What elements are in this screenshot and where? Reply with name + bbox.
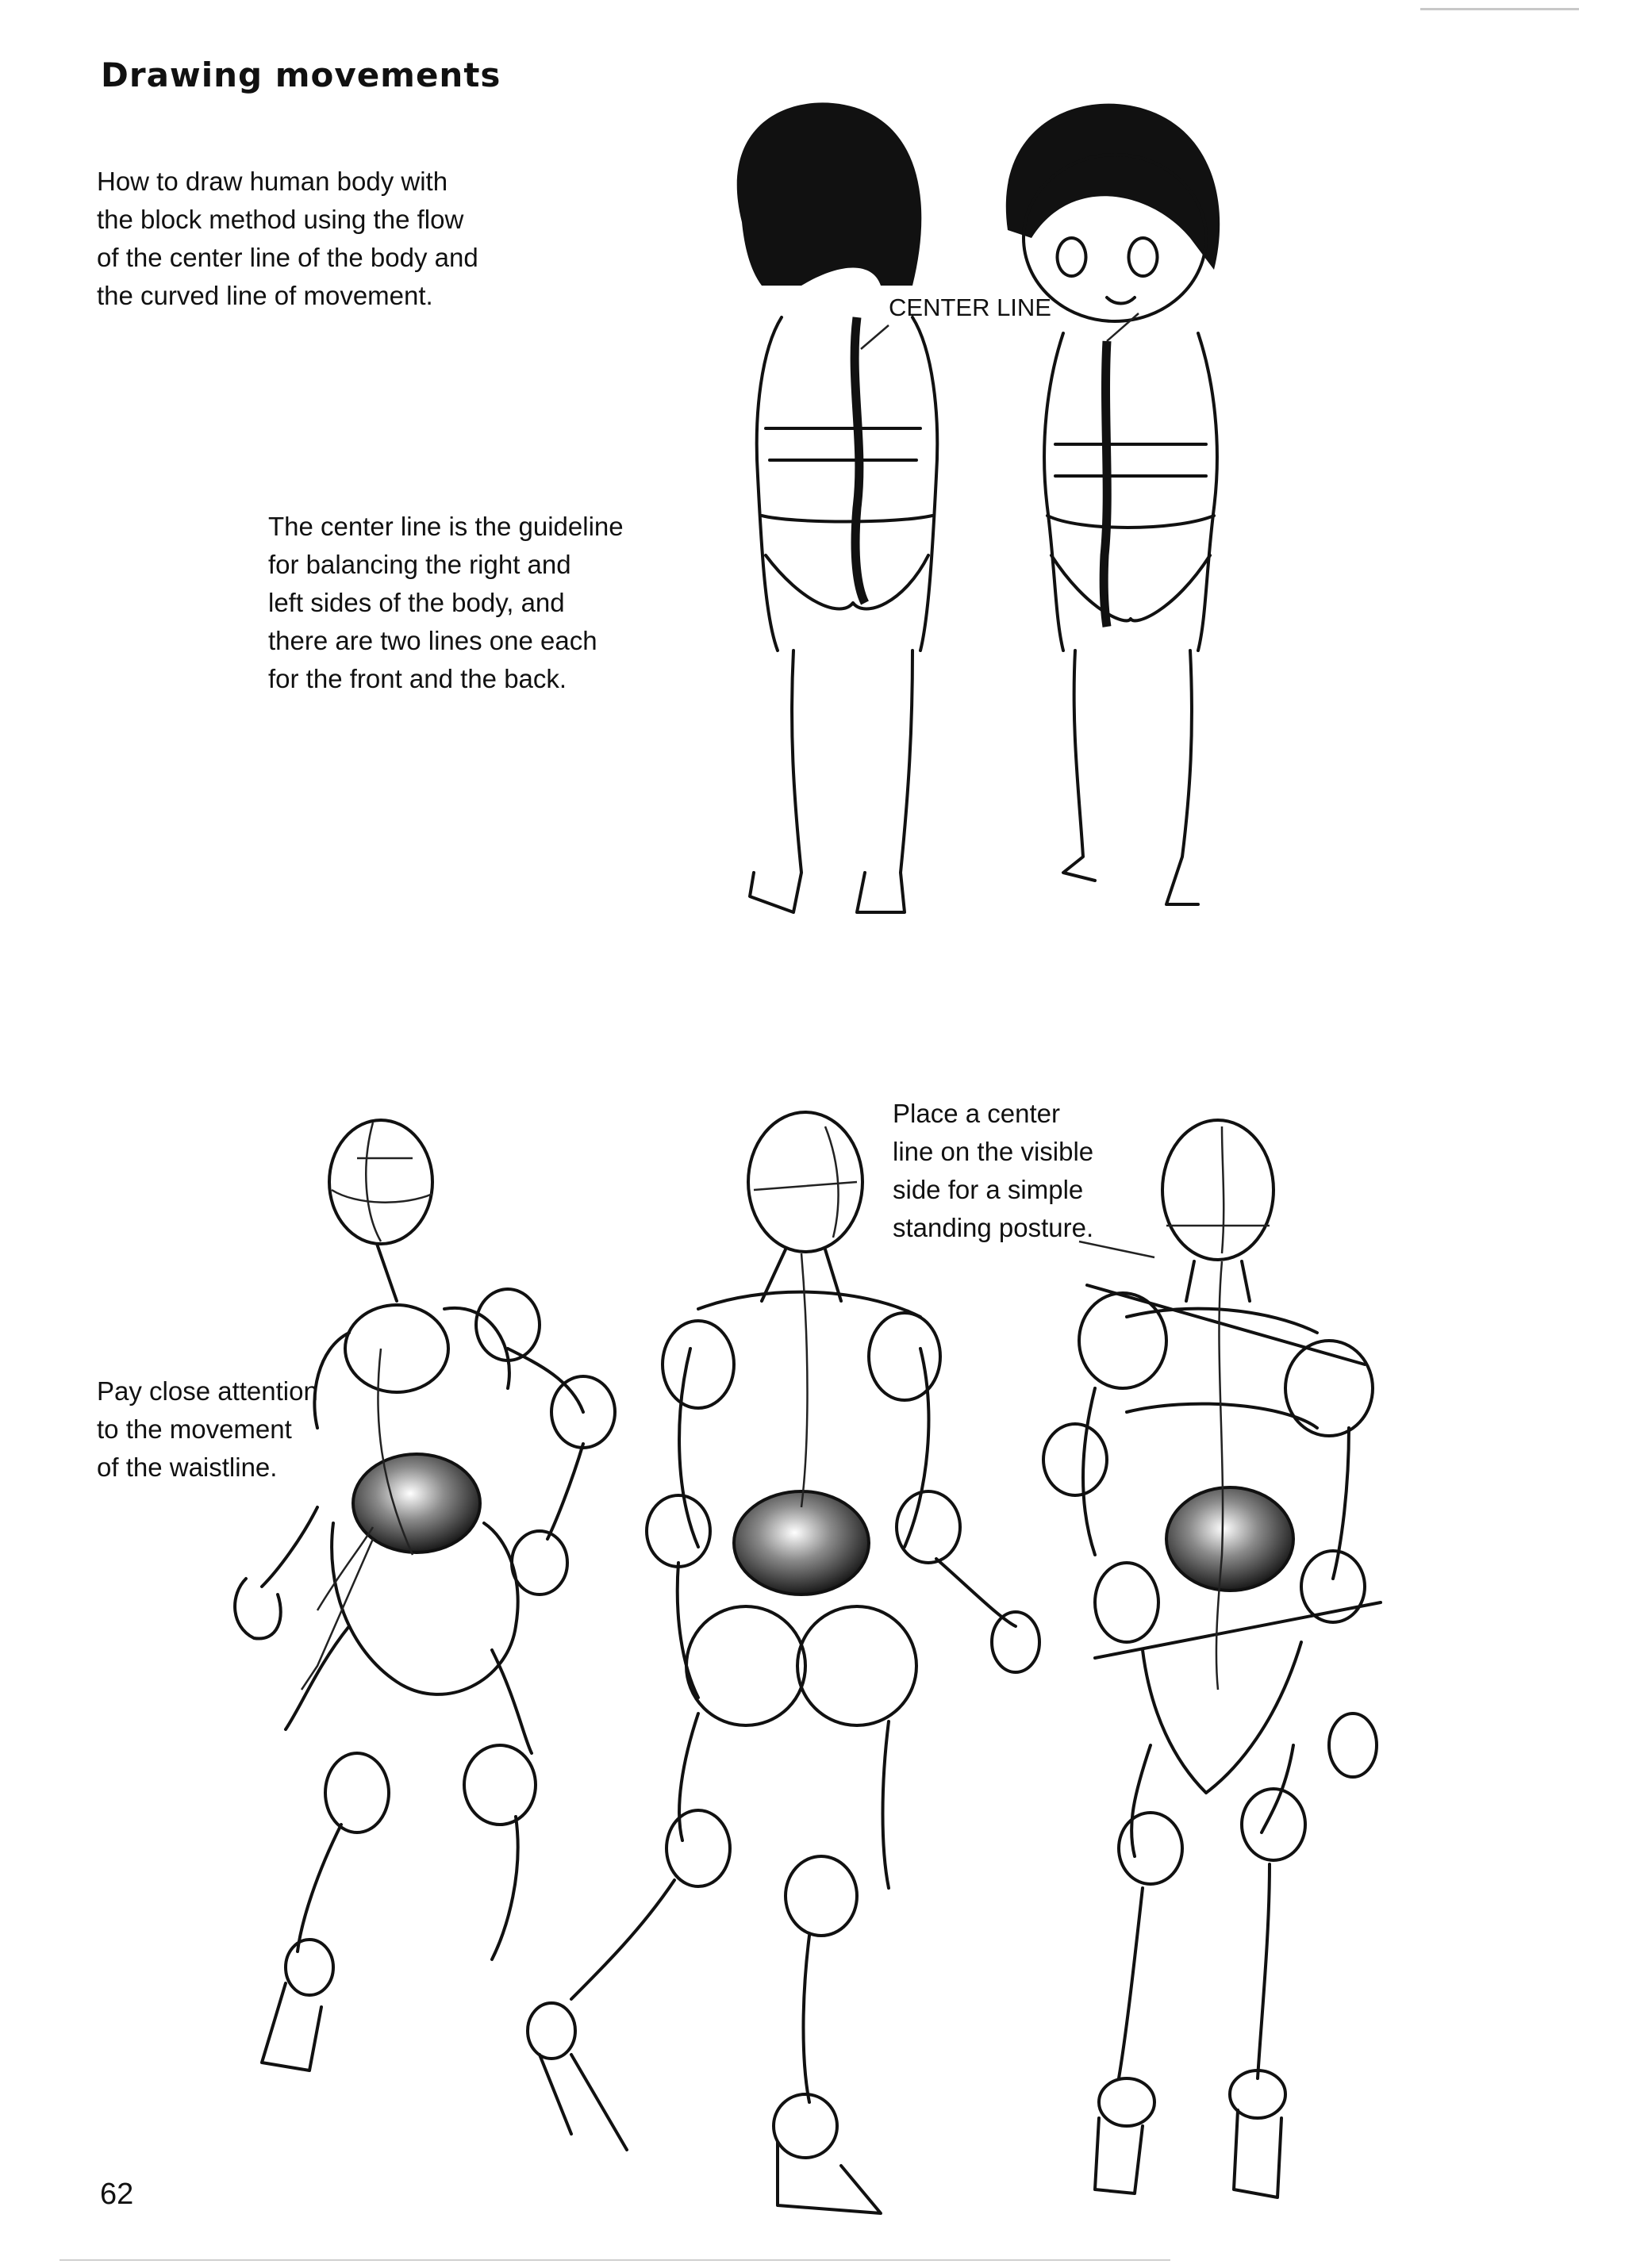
center-line-label: CENTER LINE [889,294,1051,321]
intro-line: How to draw human body with [97,167,448,196]
standing-note-line: standing posture. [893,1213,1094,1242]
center-line-note-line: there are two lines one each [268,626,597,655]
standing-note-line: side for a simple [893,1175,1084,1204]
walking-back-mannequin-illustration [526,1111,1041,2215]
intro-line: of the center line of the body and [97,243,478,272]
center-line-note-line: for the front and the back. [268,664,567,693]
page-title: Drawing movements [101,56,501,94]
girl-back-view-illustration [736,102,939,914]
bottom-rule [60,2259,1170,2261]
standing-note-line: line on the visible [893,1137,1094,1166]
top-rule [1420,8,1579,10]
center-line-note-line: The center line is the guideline [268,512,624,541]
running-mannequin-illustration [233,1119,617,2072]
waist-note-line: of the waistline. [97,1453,278,1482]
page-number: 62 [100,2178,134,2211]
waist-note-line: to the movement [97,1414,292,1444]
intro-paragraph: How to draw human body with the block me… [97,163,478,315]
waist-note-line: Pay close attention [97,1376,318,1406]
standing-posture-note: Place a center line on the visible side … [893,1095,1093,1247]
center-line-note: The center line is the guideline for bal… [268,508,624,698]
standing-note-line: Place a center [893,1099,1060,1128]
standing-front-mannequin-illustration [1042,1119,1382,2199]
center-line-note-line: left sides of the body, and [268,588,565,617]
girl-front-view-illustration [860,103,1220,906]
center-line-note-line: for balancing the right and [268,550,571,579]
intro-line: the block method using the flow [97,205,464,234]
callout-leader-lines [316,1240,1155,1611]
intro-line: the curved line of movement. [97,281,433,310]
waistline-note: Pay close attention to the movement of t… [97,1372,318,1487]
